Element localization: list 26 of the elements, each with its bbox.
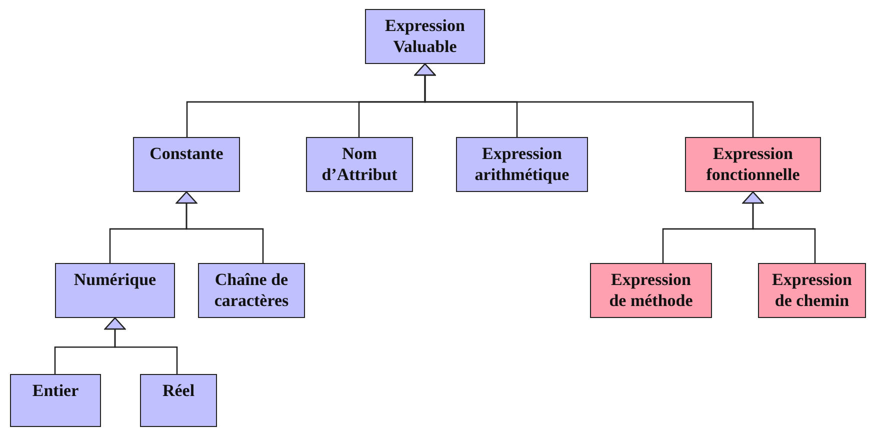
class-name: Nom d’Attribut [320,143,398,185]
class-name: Constante [148,143,224,164]
inheritance-connector [104,317,178,374]
inheritance-connector [414,63,754,137]
class-name: Numérique [72,269,158,290]
class-name: Expression arithmétique [474,143,570,185]
class-name: Expression de chemin [771,269,853,311]
class-box [10,374,101,427]
class-name: Expression fonctionnelle [705,143,801,185]
class-box [456,137,588,192]
inheritance-connector [742,191,816,263]
class-box [365,9,485,64]
inheritance-connector [176,191,264,263]
class-name: Entier [31,380,80,401]
class-box [758,263,866,318]
class-name: Expression Valuable [384,15,466,57]
class-box [198,263,305,318]
class-box [140,374,217,427]
class-name: Chaîne de caractères [213,269,290,311]
class-box [685,137,821,192]
class-name: Réel [161,380,196,401]
class-box [133,137,240,192]
class-name: Expression de méthode [608,269,694,311]
class-box [55,263,175,318]
class-box [590,263,712,318]
class-box [306,137,413,192]
